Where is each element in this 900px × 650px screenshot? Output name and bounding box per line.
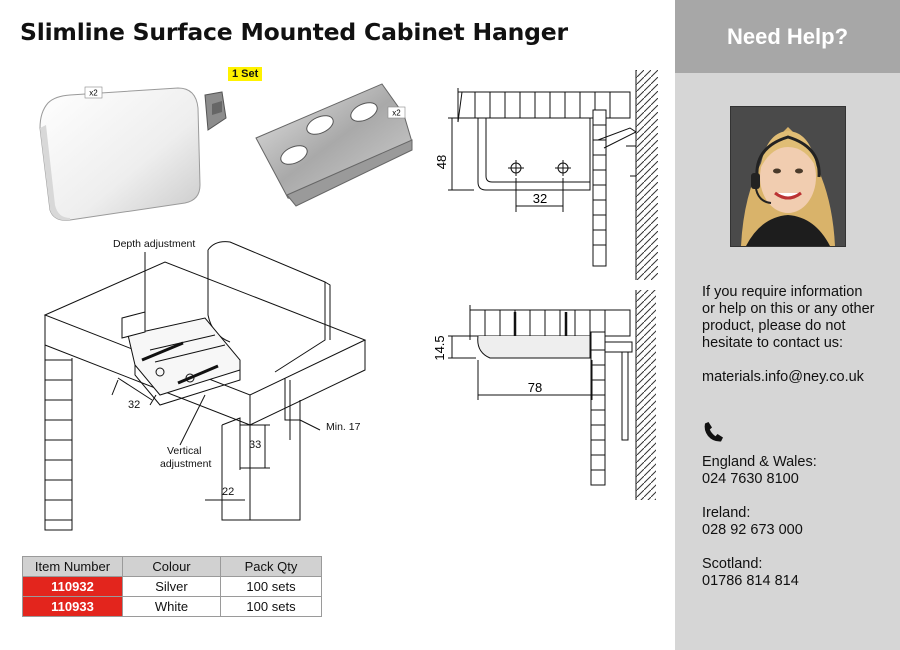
isometric-drawing xyxy=(43,241,367,531)
table-row: 110932 Silver 100 sets xyxy=(22,576,322,597)
contact-region: England & Wales: xyxy=(702,454,817,470)
vertical-adjustment-label-2: adjustment xyxy=(160,458,211,470)
set-badge: 1 Set xyxy=(228,67,263,81)
contact-region: Scotland: xyxy=(702,556,763,572)
qty-label-hanger xyxy=(84,86,103,99)
technical-drawing: x2 x2 xyxy=(39,70,658,531)
contact-phone[interactable]: 028 92 673 000 xyxy=(702,522,803,538)
help-sidebar: Need Help? If you require information or… xyxy=(675,0,900,650)
pack-qty-cell: 100 sets xyxy=(220,596,322,617)
item-number-cell: 110932 xyxy=(22,576,123,597)
item-number-cell: 110933 xyxy=(22,596,123,617)
help-intro: If you require information or help on th… xyxy=(702,284,892,352)
contact-ireland: Ireland: 028 92 673 000 xyxy=(702,505,892,539)
contact-region: Ireland: xyxy=(702,505,751,521)
page-title: Slimline Surface Mounted Cabinet Hanger xyxy=(20,18,568,46)
contact-phone[interactable]: 01786 814 814 xyxy=(702,573,799,589)
iso-dimension-labels: Depth adjustment Vertical adjustment 32 … xyxy=(113,238,361,498)
depth-adjustment-label: Depth adjustment xyxy=(113,238,195,250)
help-intro-line: or help on this or any other xyxy=(702,301,875,317)
min-17-label: Min. 17 xyxy=(326,421,361,433)
qty-label-plate xyxy=(387,106,406,119)
qty-label-plate-text: x2 xyxy=(392,109,401,118)
header-colour: Colour xyxy=(122,556,221,577)
qty-label-hanger-text: x2 xyxy=(89,89,98,98)
phone-icon xyxy=(702,420,726,449)
help-intro-line: product, please do not xyxy=(702,318,846,334)
white-hanger-image xyxy=(39,87,227,221)
dimension-78: 78 xyxy=(528,380,542,395)
help-heading: Need Help? xyxy=(675,0,900,73)
dimension-33: 33 xyxy=(249,439,261,451)
contact-england-wales: England & Wales: 024 7630 8100 xyxy=(702,454,892,488)
table-row: 110933 White 100 sets xyxy=(22,596,322,617)
support-agent-photo xyxy=(730,106,846,247)
metal-plate-image xyxy=(255,83,413,207)
vertical-adjustment-label-1: Vertical xyxy=(167,445,201,457)
item-table: Item Number Colour Pack Qty 110932 Silve… xyxy=(22,556,322,617)
dimension-22: 22 xyxy=(222,486,234,498)
colour-cell: Silver xyxy=(122,576,221,597)
dimension-48: 48 xyxy=(434,155,449,169)
side-view-bottom xyxy=(448,290,656,500)
help-intro-line: hesitate to contact us: xyxy=(702,335,844,351)
product-sheet: Slimline Surface Mounted Cabinet Hanger xyxy=(20,18,658,617)
header-pack-qty: Pack Qty xyxy=(220,556,322,577)
pack-qty-cell: 100 sets xyxy=(220,576,322,597)
email-link[interactable]: materials.info@ney.co.uk xyxy=(702,369,864,385)
help-intro-line: If you require information xyxy=(702,284,863,300)
dimension-32-side: 32 xyxy=(533,191,547,206)
header-item-number: Item Number xyxy=(22,556,123,577)
contact-scotland: Scotland: 01786 814 814 xyxy=(702,556,892,590)
contact-phone[interactable]: 024 7630 8100 xyxy=(702,471,799,487)
dimension-32-iso: 32 xyxy=(128,399,140,411)
dimension-14-5: 14.5 xyxy=(432,335,447,360)
colour-cell: White xyxy=(122,596,221,617)
table-header-row: Item Number Colour Pack Qty xyxy=(22,556,322,577)
side-view-top xyxy=(448,70,658,280)
